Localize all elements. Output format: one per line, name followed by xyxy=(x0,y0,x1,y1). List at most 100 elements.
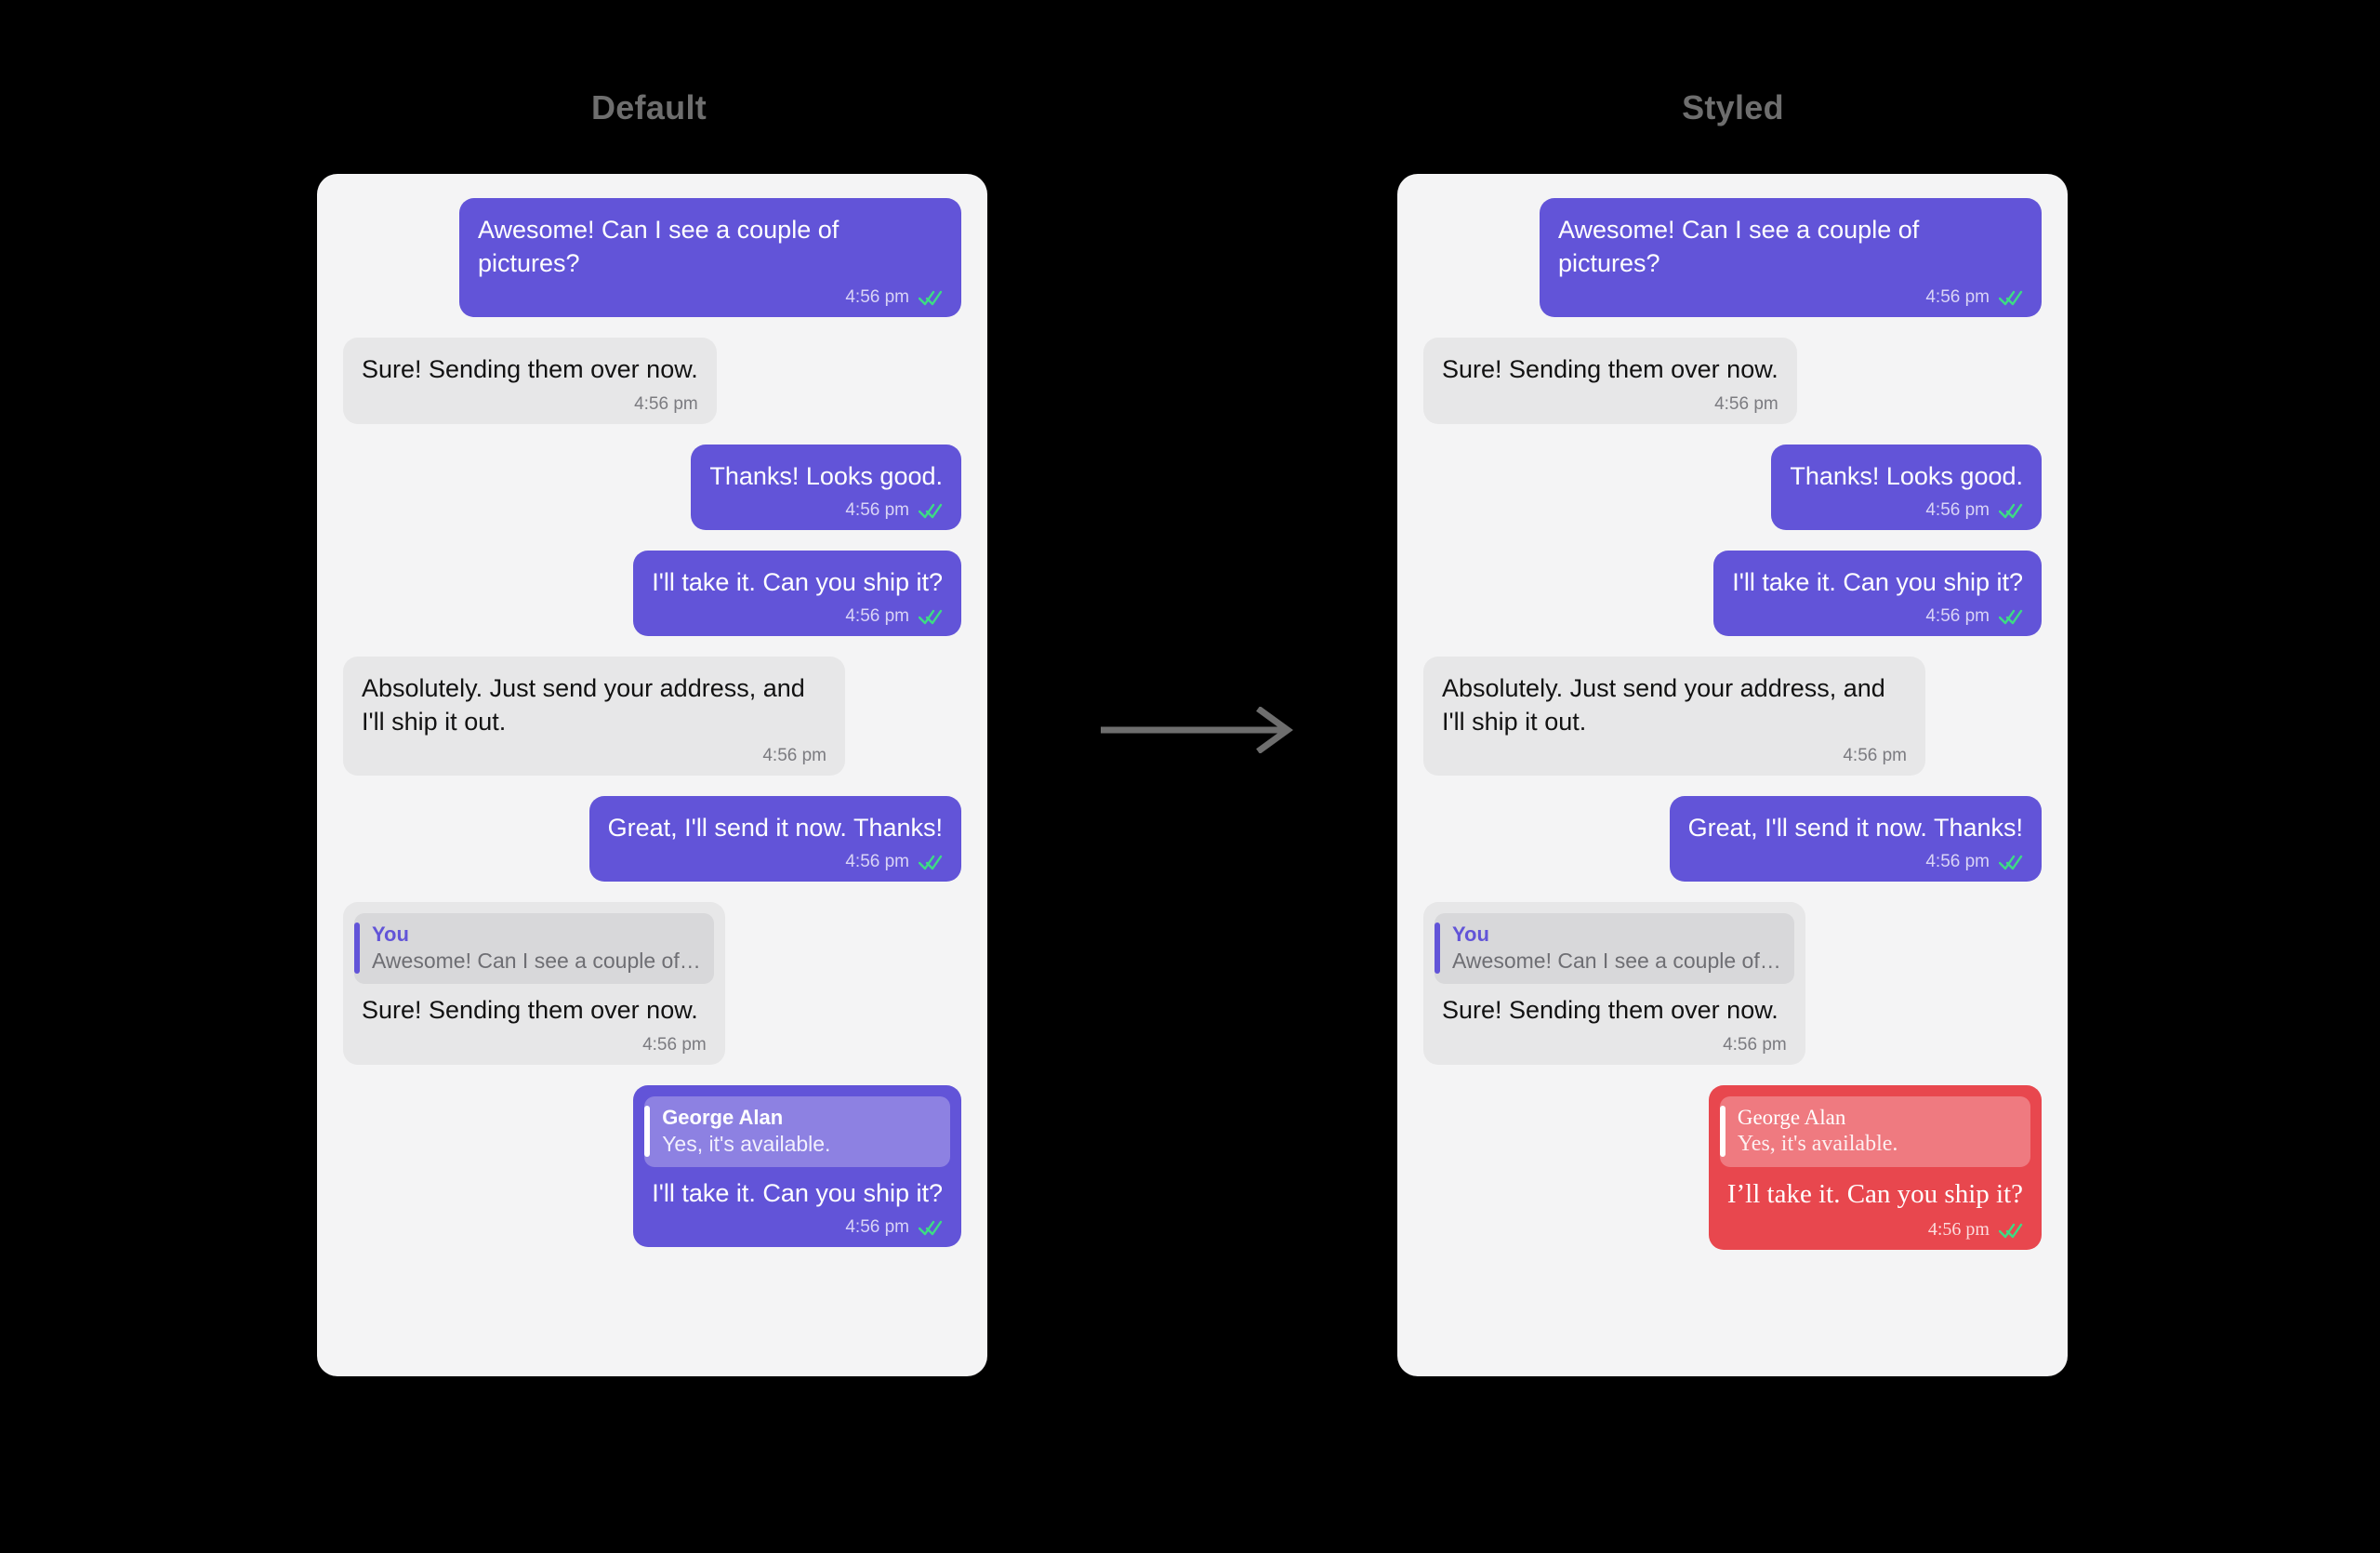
message-bubble-in[interactable]: Absolutely. Just send your address, and … xyxy=(1423,656,1925,776)
message-row: Sure! Sending them over now. 4:56 pm xyxy=(343,338,961,424)
message-meta: 4:56 pm xyxy=(652,606,943,627)
message-meta: 4:56 pm xyxy=(709,500,943,521)
message-row: Absolutely. Just send your address, and … xyxy=(343,656,961,776)
quote-author: George Alan xyxy=(662,1105,784,1129)
message-timestamp: 4:56 pm xyxy=(1723,1034,1787,1055)
message-row: Awesome! Can I see a couple of pictures?… xyxy=(343,198,961,318)
message-meta: 4:56 pm xyxy=(1558,287,2023,308)
message-timestamp: 4:56 pm xyxy=(845,605,909,626)
message-timestamp: 4:56 pm xyxy=(845,1216,909,1237)
message-timestamp: 4:56 pm xyxy=(845,852,909,872)
quote-accent-bar xyxy=(644,1105,651,1157)
column-title-default: Default xyxy=(590,88,707,126)
message-text: Thanks! Looks good. xyxy=(709,461,943,490)
message-row: Thanks! Looks good. 4:56 pm xyxy=(1423,444,2042,530)
message-bubble-out[interactable]: Great, I'll send it now. Thanks! 4:56 pm xyxy=(1669,796,2042,883)
double-check-read-icon xyxy=(1999,502,2023,519)
message-meta: 4:56 pm xyxy=(1720,1219,2030,1241)
message-bubble-in[interactable]: Sure! Sending them over now. 4:56 pm xyxy=(1423,338,1797,424)
message-text: Great, I'll send it now. Thanks! xyxy=(607,814,943,843)
double-check-read-icon xyxy=(1999,608,2023,625)
message-text: I'll take it. Can you ship it? xyxy=(652,1178,943,1207)
message-row: Great, I'll send it now. Thanks! 4:56 pm xyxy=(343,796,961,883)
quote-accent-bar xyxy=(1435,923,1440,975)
message-bubble-out[interactable]: Awesome! Can I see a couple of pictures?… xyxy=(459,198,961,318)
message-text: Absolutely. Just send your address, and … xyxy=(362,673,813,737)
message-bubble-out[interactable]: Awesome! Can I see a couple of pictures?… xyxy=(1540,198,2042,318)
message-row: Awesome! Can I see a couple of pictures?… xyxy=(1423,198,2042,318)
quote-accent-bar xyxy=(354,923,360,975)
double-check-read-icon xyxy=(919,1219,943,1236)
double-check-read-icon xyxy=(919,608,943,625)
message-timestamp: 4:56 pm xyxy=(642,1034,707,1055)
message-timestamp: 4:56 pm xyxy=(1925,499,1990,520)
message-text: Sure! Sending them over now. xyxy=(1442,996,1778,1025)
message-text: Awesome! Can I see a couple of pictures? xyxy=(1558,216,1926,278)
message-row: Thanks! Looks good. 4:56 pm xyxy=(343,444,961,530)
message-text: Sure! Sending them over now. xyxy=(1442,355,1778,384)
message-text: Thanks! Looks good. xyxy=(1790,461,2023,490)
message-timestamp: 4:56 pm xyxy=(1927,1219,1990,1241)
message-text: I'll take it. Can you ship it? xyxy=(652,567,943,596)
message-timestamp: 4:56 pm xyxy=(1843,746,1907,766)
message-text: Great, I'll send it now. Thanks! xyxy=(1687,814,2023,843)
message-timestamp: 4:56 pm xyxy=(1714,393,1778,414)
message-bubble-out[interactable]: I'll take it. Can you ship it? 4:56 pm xyxy=(633,550,961,636)
message-text: Sure! Sending them over now. xyxy=(362,996,698,1025)
message-timestamp: 4:56 pm xyxy=(1925,852,1990,872)
message-meta: 4:56 pm xyxy=(1435,1035,1794,1055)
message-text: I'll take it. Can you ship it? xyxy=(1732,567,2023,596)
message-meta: 4:56 pm xyxy=(354,1035,714,1055)
double-check-read-icon xyxy=(1999,854,2023,870)
message-bubble-in[interactable]: Sure! Sending them over now. 4:56 pm xyxy=(343,338,717,424)
message-bubble-out[interactable]: Thanks! Looks good. 4:56 pm xyxy=(691,444,961,530)
message-meta: 4:56 pm xyxy=(362,394,698,415)
message-meta: 4:56 pm xyxy=(1688,852,2023,872)
message-thread[interactable]: Awesome! Can I see a couple of pictures?… xyxy=(1423,198,2042,1251)
message-meta: 4:56 pm xyxy=(362,746,826,766)
message-text: I’ll take it. Can you ship it? xyxy=(1726,1178,2023,1209)
message-timestamp: 4:56 pm xyxy=(634,393,698,414)
message-row: Great, I'll send it now. Thanks! 4:56 pm xyxy=(1423,796,2042,883)
message-meta: 4:56 pm xyxy=(478,287,943,308)
quote-preview-text: Awesome! Can I see a couple of… xyxy=(372,949,701,974)
message-meta: 4:56 pm xyxy=(608,852,943,872)
quote-author: You xyxy=(1452,923,1489,947)
double-check-read-icon xyxy=(919,502,943,519)
message-text: Sure! Sending them over now. xyxy=(362,355,698,384)
message-thread[interactable]: Awesome! Can I see a couple of pictures?… xyxy=(343,198,961,1247)
message-timestamp: 4:56 pm xyxy=(1925,605,1990,626)
message-row: I'll take it. Can you ship it? 4:56 pm xyxy=(343,550,961,636)
message-text: Awesome! Can I see a couple of pictures? xyxy=(478,216,846,278)
message-row: Absolutely. Just send your address, and … xyxy=(1423,656,2042,776)
message-meta: 4:56 pm xyxy=(1442,746,1907,766)
quote-preview-text: Yes, it's available. xyxy=(1737,1131,1898,1156)
message-timestamp: 4:56 pm xyxy=(1925,287,1990,308)
message-bubble-out[interactable]: Thanks! Looks good. 4:56 pm xyxy=(1771,444,2042,530)
message-bubble-in[interactable]: Absolutely. Just send your address, and … xyxy=(343,656,845,776)
column-title-styled: Styled xyxy=(1682,88,1784,126)
double-check-read-icon xyxy=(1999,1222,2023,1239)
quote-author: You xyxy=(372,923,409,947)
message-meta: 4:56 pm xyxy=(1790,500,2023,521)
message-bubble-out[interactable]: Great, I'll send it now. Thanks! 4:56 pm xyxy=(588,796,961,883)
message-row: Sure! Sending them over now. 4:56 pm xyxy=(1423,338,2042,424)
message-timestamp: 4:56 pm xyxy=(845,287,909,308)
message-bubble-out[interactable]: I'll take it. Can you ship it? 4:56 pm xyxy=(1713,550,2042,636)
